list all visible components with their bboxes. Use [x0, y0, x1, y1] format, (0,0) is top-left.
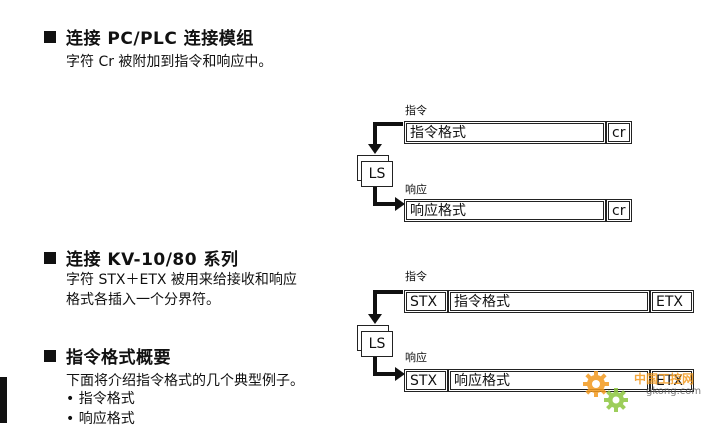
section3-text: 下面将介绍指令格式的几个典型例子。	[66, 373, 304, 389]
section1-text: 字符 Cr 被附加到指令和响应中。	[66, 54, 273, 70]
diagram2-stx: STX	[404, 290, 448, 313]
section-heading-pc-plc: 连接 PC/PLC 连接模组	[44, 24, 254, 49]
diagram1-response-label: 响应	[405, 183, 427, 196]
diagram1-command-label: 指令	[405, 104, 427, 117]
response-arrow-line	[373, 184, 397, 206]
list-item: • 响应格式	[66, 411, 135, 427]
diagram2-command-format: 指令格式	[448, 290, 650, 313]
list-item: • 指令格式	[66, 391, 135, 407]
diagram2-etx: ETX	[650, 290, 694, 313]
section-heading-pc-plc-text: 连接 PC/PLC 连接模组	[66, 29, 254, 49]
section2-text-line1: 字符 STX＋ETX 被用来给接收和响应	[66, 272, 297, 288]
command-arrow-line	[373, 290, 403, 316]
diagram1-ls-box: LS	[361, 161, 393, 187]
heading-square-icon	[44, 31, 56, 43]
watermark-text-url: gkong.com	[646, 386, 702, 397]
page-edge-bar	[0, 377, 7, 423]
gear-logo-icon	[583, 371, 628, 412]
diagram1-response-cr: cr	[606, 199, 632, 222]
command-arrow-head	[368, 144, 382, 154]
diagram2-response-label: 响应	[405, 351, 427, 364]
diagram1-command-cr: cr	[606, 121, 632, 144]
command-arrow-head	[368, 314, 382, 324]
response-arrow-line	[373, 356, 397, 376]
diagram1-command-format: 指令格式	[404, 121, 606, 144]
command-arrow-line	[373, 122, 403, 146]
diagram1-response-format: 响应格式	[404, 199, 606, 222]
heading-square-icon	[44, 350, 56, 362]
diagram1-arrows	[368, 122, 405, 211]
section-heading-kv: 连接 KV-10/80 系列	[44, 245, 239, 270]
response-arrow-head	[395, 197, 405, 211]
diagram2-ls-box: LS	[361, 331, 393, 357]
diagram2-response-stx: STX	[404, 369, 448, 392]
section-heading-overview: 指令格式概要	[44, 343, 171, 368]
section2-text-line2: 格式各插入一个分界符。	[66, 292, 220, 308]
section-heading-overview-text: 指令格式概要	[66, 348, 171, 368]
response-arrow-head	[395, 367, 405, 381]
diagram2-command-label: 指令	[405, 270, 427, 283]
diagram2-response-etx: ETX	[650, 369, 694, 392]
section-heading-kv-text: 连接 KV-10/80 系列	[66, 250, 239, 270]
watermark-text-cn: 中国工控网	[634, 372, 695, 386]
diagram2-arrows	[368, 290, 405, 381]
bullet-list: • 指令格式 • 响应格式	[66, 389, 135, 429]
heading-square-icon	[44, 252, 56, 264]
